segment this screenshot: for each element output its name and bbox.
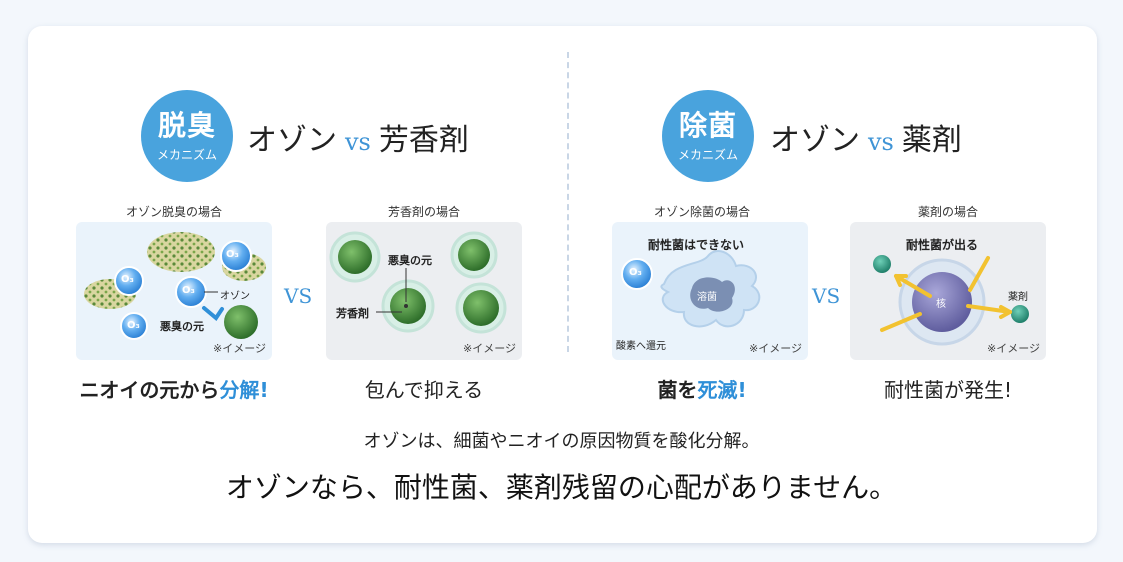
o3-molecule	[220, 240, 252, 272]
ozone-deodorize-result: ニオイの元から分解!	[79, 378, 269, 402]
resistant-bacteria	[1011, 305, 1029, 323]
odor-cluster	[147, 232, 215, 272]
badge-subtitle: メカニズム	[156, 148, 217, 162]
image-note: ※イメージ	[749, 342, 802, 355]
odor-source-label: 悪臭の元	[388, 254, 432, 267]
badge-subtitle: メカニズム	[677, 148, 738, 162]
encapsulated-odor	[338, 240, 372, 274]
ozone-label: オゾン	[220, 291, 250, 302]
badge-title: 除菌	[678, 109, 737, 142]
resistant-bacteria	[873, 255, 891, 273]
vs-label: VS	[812, 284, 841, 308]
ozone-sterilize-caption: オゾン除菌の場合	[653, 205, 750, 219]
section-divider	[567, 52, 569, 352]
drug-illustration: 耐性菌が出る 核 薬剤 ※イメージ	[850, 222, 1046, 360]
ozone-deodorize-caption: オゾン脱臭の場合	[125, 205, 222, 219]
ozone-sterilize-illustration: 耐性菌はできない O₃ 溶菌 酸素へ還元 ※イメージ	[612, 222, 808, 360]
lysis-label: 溶菌	[697, 292, 717, 303]
aroma-caption: 芳香剤の場合	[387, 205, 460, 219]
odor-source-ball	[224, 305, 258, 339]
reaction-arrow	[202, 306, 224, 321]
aroma-result: 包んで抑える	[364, 378, 484, 402]
summary-line-1: オゾンは、細菌やニオイの原因物質を酸化分解。	[363, 431, 760, 452]
image-note: ※イメージ	[463, 342, 516, 355]
resistance-title: 耐性菌が出る	[906, 238, 979, 252]
oxygen-label: 酸素へ還元	[616, 341, 666, 352]
bacteria-core	[690, 277, 735, 312]
drug-caption: 薬剤の場合	[917, 205, 978, 219]
no-resistance-title: 耐性菌はできない	[648, 238, 745, 252]
odor-source-label: 悪臭の元	[160, 320, 204, 333]
summary-line-2: オゾンなら、耐性菌、薬剤残留の心配がありません。	[225, 471, 898, 504]
drug-result: 耐性菌が発生!	[883, 378, 1013, 402]
nucleus	[912, 272, 972, 332]
ozone-sterilize-result: 菌を死滅!	[657, 378, 747, 402]
image-note: ※イメージ	[213, 342, 266, 355]
drug-arrows	[880, 256, 1012, 332]
o3-molecule	[621, 258, 653, 290]
badge-title: 脱臭	[157, 109, 216, 142]
o3-molecule	[114, 266, 144, 296]
aroma-illustration: 悪臭の元 芳香剤 ※イメージ	[326, 222, 522, 360]
sterilize-badge: 除菌 メカニズム	[662, 90, 754, 182]
aroma-label: 芳香剤	[336, 307, 369, 320]
o3-molecule	[120, 312, 148, 340]
image-note: ※イメージ	[987, 342, 1040, 355]
drug-label: 薬剤	[1008, 292, 1028, 303]
nucleus-label: 核	[936, 299, 946, 310]
ozone-deodorize-illustration: O₃ O₃ O₃ O₃ オゾン 悪臭の元 ※イメージ	[76, 222, 272, 360]
encapsulated-odor	[458, 239, 490, 271]
encapsulated-odor	[463, 290, 499, 326]
deodorize-badge: 脱臭 メカニズム	[141, 90, 233, 182]
vs-label: VS	[284, 284, 313, 308]
